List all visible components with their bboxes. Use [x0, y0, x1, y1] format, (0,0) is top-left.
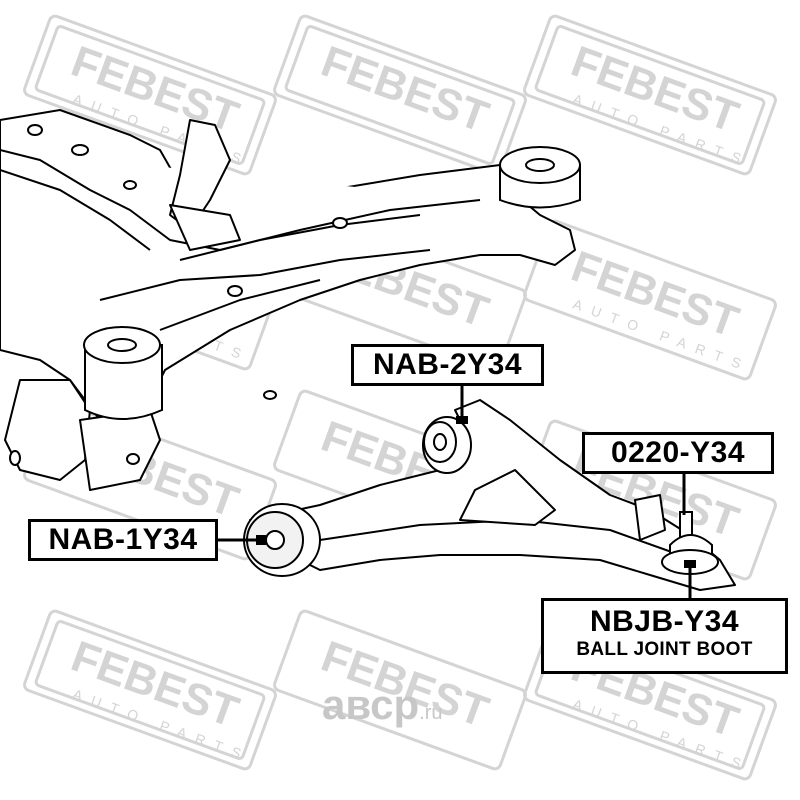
callout-nab-1y34-label: NAB-1Y34	[48, 523, 198, 556]
callout-nbjb-y34-label: NBJB-Y34	[589, 605, 740, 638]
callout-nab-2y34: NAB-2Y34	[351, 344, 544, 386]
subframe-bushings	[83, 146, 581, 420]
callout-nab-2y34-label: NAB-2Y34	[372, 348, 523, 381]
shop-logo-suffix: .ru	[419, 702, 443, 724]
ball-joint	[661, 511, 719, 575]
rear-bushing	[422, 416, 472, 474]
front-bushing	[243, 503, 321, 577]
callout-nbjb-y34: NBJB-Y34 BALL JOINT BOOT	[541, 598, 788, 674]
callout-ball-joint-boot-label: BALL JOINT BOOT	[576, 639, 753, 660]
callout-nab-1y34: NAB-1Y34	[28, 519, 218, 561]
callout-0220-y34: 0220-Y34	[582, 432, 774, 474]
leader-lines	[216, 386, 696, 600]
shop-logo-text: авср	[322, 681, 420, 728]
callout-0220-y34-label: 0220-Y34	[610, 436, 746, 469]
shop-logo-watermark: авср.ru	[322, 681, 443, 729]
